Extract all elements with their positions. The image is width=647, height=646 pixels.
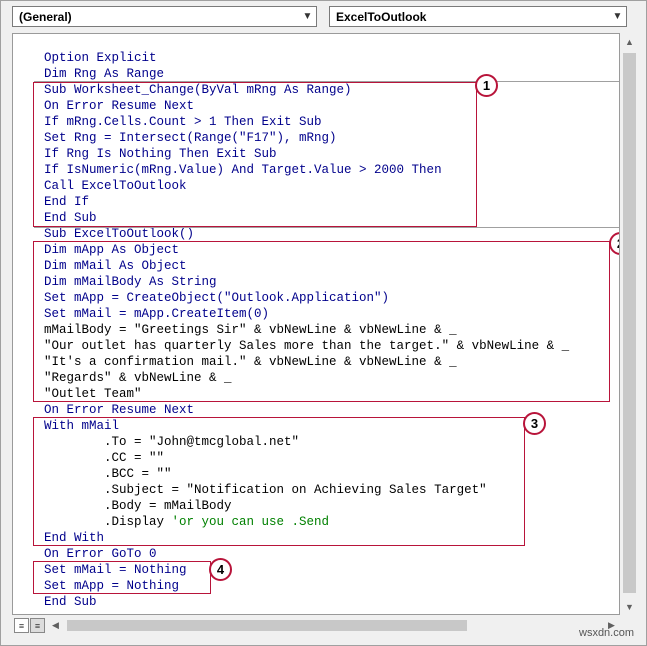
code-token: Set mApp = CreateObject("Outlook.Applica… xyxy=(44,291,390,305)
horizontal-scroll-thumb[interactable] xyxy=(67,620,467,631)
code-token: Set Rng = Intersect(Range("F17"), mRng) xyxy=(44,131,337,145)
code-line[interactable]: Dim mMailBody As String xyxy=(13,274,619,290)
code-token: .Body = mMailBody xyxy=(44,499,232,513)
annotation-badge-4: 4 xyxy=(209,558,232,581)
code-line[interactable]: Sub Worksheet_Change(ByVal mRng As Range… xyxy=(13,82,619,98)
scroll-left-icon[interactable]: ◀ xyxy=(52,620,59,630)
code-token: "Our outlet has quarterly Sales more tha… xyxy=(44,339,570,353)
code-token: Dim Rng As Range xyxy=(44,67,165,81)
code-line[interactable]: Set mApp = Nothing xyxy=(13,578,619,594)
code-token: On Error GoTo 0 xyxy=(44,547,157,561)
code-line[interactable]: Dim Rng As Range xyxy=(13,66,619,82)
code-token: Dim mMail As Object xyxy=(44,259,187,273)
code-line[interactable]: Dim mApp As Object xyxy=(13,242,619,258)
procedure-dropdown-value: ExcelToOutlook xyxy=(336,10,427,24)
code-line[interactable]: "Outlet Team" xyxy=(13,386,619,402)
code-line[interactable]: Option Explicit xyxy=(13,50,619,66)
code-token: "It's a confirmation mail." & vbNewLine … xyxy=(44,355,457,369)
object-dropdown-value: (General) xyxy=(19,10,72,24)
code-line[interactable]: "Regards" & vbNewLine & _ xyxy=(13,370,619,386)
code-token: "Outlet Team" xyxy=(44,387,142,401)
vertical-scroll-thumb[interactable] xyxy=(623,53,636,593)
code-token: "Regards" & vbNewLine & _ xyxy=(44,371,232,385)
code-line[interactable]: On Error Resume Next xyxy=(13,402,619,418)
full-module-view-icon[interactable]: ≡ xyxy=(30,618,45,633)
code-token: On Error Resume Next xyxy=(44,403,195,417)
code-token: Dim mMailBody As String xyxy=(44,275,217,289)
code-line[interactable]: .Subject = "Notification on Achieving Sa… xyxy=(13,482,619,498)
chevron-down-icon[interactable]: ▼ xyxy=(302,11,313,22)
chevron-down-icon[interactable]: ▼ xyxy=(612,11,623,22)
code-token: End If xyxy=(44,195,90,209)
procedure-separator xyxy=(34,227,619,228)
code-line[interactable]: End With xyxy=(13,530,619,546)
code-token: If mRng.Cells.Count > 1 Then Exit Sub xyxy=(44,115,322,129)
code-line[interactable]: .Display 'or you can use .Send xyxy=(13,514,619,530)
annotation-badge-1: 1 xyxy=(475,74,498,97)
scroll-right-icon[interactable]: ▶ xyxy=(608,620,615,630)
code-line[interactable]: With mMail xyxy=(13,418,619,434)
watermark: wsxdn.com xyxy=(579,627,635,639)
code-token: Option Explicit xyxy=(44,51,157,65)
code-line[interactable]: mMailBody = "Greetings Sir" & vbNewLine … xyxy=(13,322,619,338)
code-token: .CC = "" xyxy=(44,451,165,465)
code-line[interactable]: Set Rng = Intersect(Range("F17"), mRng) xyxy=(13,130,619,146)
scroll-down-icon[interactable]: ▼ xyxy=(625,601,634,612)
code-token: mMailBody = "Greetings Sir" & vbNewLine … xyxy=(44,323,457,337)
code-line[interactable]: .BCC = "" xyxy=(13,466,619,482)
code-line[interactable]: End Sub xyxy=(13,210,619,226)
code-line[interactable]: Call ExcelToOutlook xyxy=(13,178,619,194)
annotation-badge-3: 3 xyxy=(523,412,546,435)
vertical-scrollbar[interactable]: ▲ ▼ xyxy=(621,33,638,615)
code-token: Call ExcelToOutlook xyxy=(44,179,187,193)
horizontal-scrollbar[interactable]: ◀ ▶ xyxy=(47,617,620,634)
code-token: With mMail xyxy=(44,419,120,433)
code-line[interactable]: Sub ExcelToOutlook() xyxy=(13,226,619,242)
code-token: Sub ExcelToOutlook() xyxy=(44,227,195,241)
code-token: End Sub xyxy=(44,595,97,609)
object-dropdown[interactable]: (General) ▼ xyxy=(12,6,317,27)
procedure-view-icon[interactable]: ≡ xyxy=(14,618,29,633)
code-token: On Error Resume Next xyxy=(44,99,195,113)
code-line[interactable]: End If xyxy=(13,194,619,210)
code-line[interactable]: On Error Resume Next xyxy=(13,98,619,114)
code-token: .To = "John@tmcglobal.net" xyxy=(44,435,300,449)
code-token: .BCC = "" xyxy=(44,467,172,481)
code-line[interactable]: .To = "John@tmcglobal.net" xyxy=(13,434,619,450)
scroll-up-icon[interactable]: ▲ xyxy=(625,36,634,47)
code-line[interactable]: On Error GoTo 0 xyxy=(13,546,619,562)
code-line[interactable]: Set mApp = CreateObject("Outlook.Applica… xyxy=(13,290,619,306)
code-token: .Display xyxy=(44,515,172,529)
code-token: .Subject = "Notification on Achieving Sa… xyxy=(44,483,487,497)
code-line[interactable]: "Our outlet has quarterly Sales more tha… xyxy=(13,338,619,354)
procedure-dropdown[interactable]: ExcelToOutlook ▼ xyxy=(329,6,627,27)
procedure-separator xyxy=(34,81,619,82)
code-token: If IsNumeric(mRng.Value) And Target.Valu… xyxy=(44,163,442,177)
code-token: Dim mApp As Object xyxy=(44,243,180,257)
code-line[interactable]: End Sub xyxy=(13,594,619,610)
code-line[interactable]: .CC = "" xyxy=(13,450,619,466)
code-line[interactable]: If Rng Is Nothing Then Exit Sub xyxy=(13,146,619,162)
code-line[interactable]: Set mMail = mApp.CreateItem(0) xyxy=(13,306,619,322)
code-token: Set mMail = Nothing xyxy=(44,563,187,577)
code-token: Sub Worksheet_Change(ByVal mRng As Range… xyxy=(44,83,352,97)
code-token: End With xyxy=(44,531,105,545)
code-line[interactable]: .Body = mMailBody xyxy=(13,498,619,514)
code-line[interactable]: Dim mMail As Object xyxy=(13,258,619,274)
code-line[interactable]: If IsNumeric(mRng.Value) And Target.Valu… xyxy=(13,162,619,178)
code-token: 'or you can use .Send xyxy=(171,515,330,529)
code-line[interactable]: If mRng.Cells.Count > 1 Then Exit Sub xyxy=(13,114,619,130)
code-line[interactable]: Set mMail = Nothing xyxy=(13,562,619,578)
code-token: Set mMail = mApp.CreateItem(0) xyxy=(44,307,270,321)
code-token: If Rng Is Nothing Then Exit Sub xyxy=(44,147,277,161)
code-token: Set mApp = Nothing xyxy=(44,579,180,593)
code-line[interactable]: "It's a confirmation mail." & vbNewLine … xyxy=(13,354,619,370)
code-token: End Sub xyxy=(44,211,97,225)
